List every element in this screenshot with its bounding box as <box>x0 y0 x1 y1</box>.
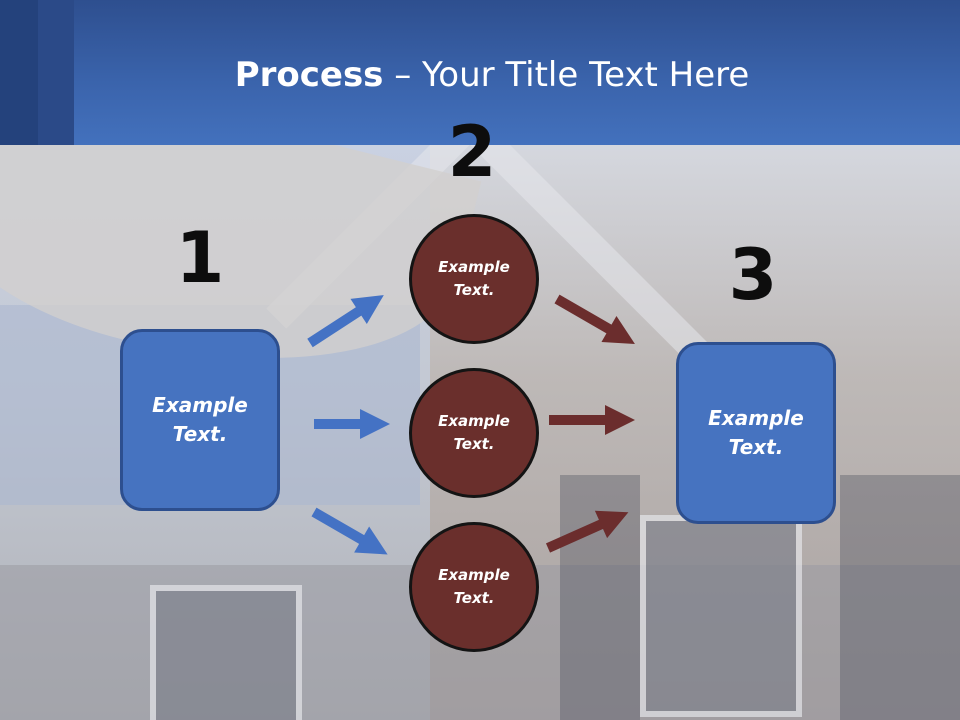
step-number-1: 1 <box>175 217 225 299</box>
step-1-text: Example Text. <box>152 393 248 446</box>
slide-title: Process – Your Title Text Here <box>0 55 960 95</box>
step-3-text: Example Text. <box>708 406 804 459</box>
title-bold: Process <box>234 55 384 95</box>
step-number-3: 3 <box>728 234 778 316</box>
step-2-circle-middle: Example Text. <box>409 368 539 498</box>
header-bar: Process – Your Title Text Here <box>0 0 960 145</box>
title-rest: – Your Title Text Here <box>383 55 750 95</box>
red-arrows <box>545 294 635 553</box>
arrow-right-blue <box>314 409 390 439</box>
step-number-2: 2 <box>447 111 497 193</box>
step-2-circle-bottom: Example Text. <box>409 522 539 652</box>
step-2-circle-top: Example Text. <box>409 214 539 344</box>
step-2-circle-top-text: Example Text. <box>438 258 510 299</box>
arrow-up-right-blue <box>307 295 384 348</box>
step-2-circle-middle-text: Example Text. <box>438 412 510 453</box>
step-1-box: Example Text. <box>120 329 280 511</box>
arrow-down-right-blue <box>311 507 388 555</box>
step-2-circle-bottom-text: Example Text. <box>438 566 510 607</box>
arrow-up-right-red <box>545 510 629 553</box>
step-3-box: Example Text. <box>676 342 836 524</box>
arrow-right-red <box>549 405 635 435</box>
arrow-down-right-red <box>554 294 635 344</box>
blue-arrows <box>307 295 390 555</box>
